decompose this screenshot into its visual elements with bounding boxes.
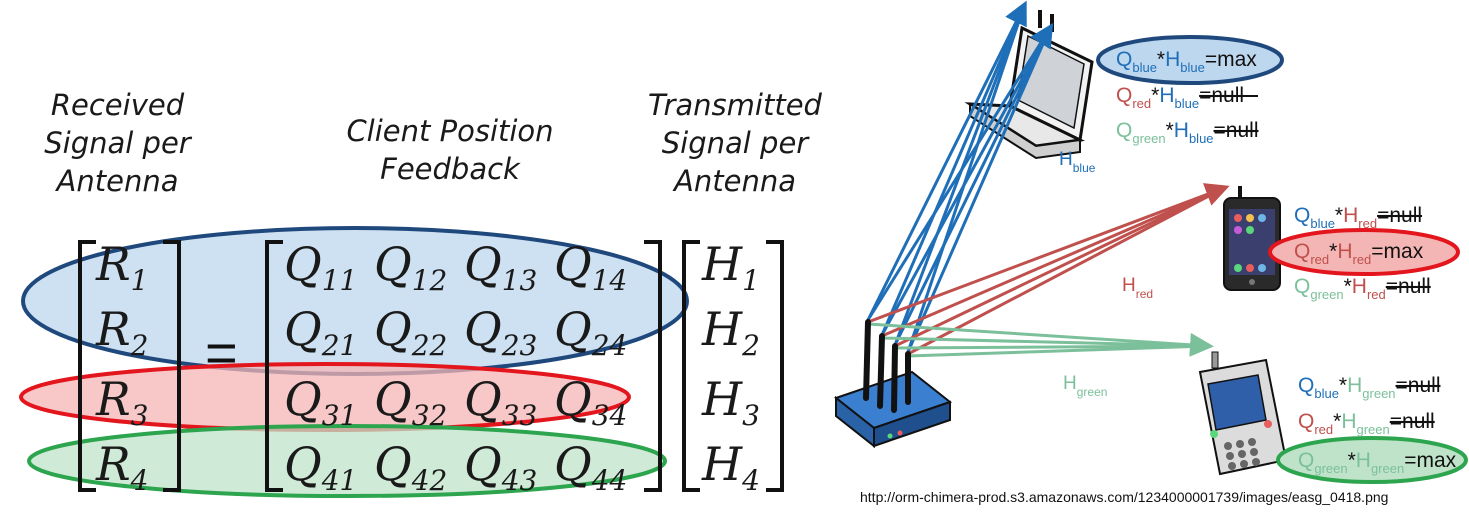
h-vector: H1 H2 H3 H4 — [701, 237, 760, 497]
beamforming-illustration: Hblue Hred Hgreen Qblue*Hblue=max Qred*H… — [833, 0, 1468, 484]
handset-phone-icon — [1198, 351, 1288, 476]
handset-equations: Qblue*Hgreen=null Qred*Hgreen=null Qgree… — [1298, 374, 1457, 476]
h3: H3 — [701, 372, 760, 432]
q31: Q31 — [284, 372, 357, 432]
h-red-label: Hred — [1122, 275, 1153, 301]
q-row-4: Q41 Q42 Q43 Q44 — [284, 437, 627, 497]
phone-eq-1: Qblue*Hred=null — [1294, 204, 1422, 231]
q24: Q24 — [554, 302, 627, 362]
q33: Q33 — [464, 372, 537, 432]
matrix-equation: = R1 R2 R3 R4 Q11 Q12 Q13 Q14 Q21 Q22 Q2… — [19, 226, 784, 498]
q12: Q12 — [374, 237, 447, 297]
transmitted-line-1: Transmitted — [648, 88, 822, 122]
h-green-label: Hgreen — [1063, 373, 1107, 399]
router-icon — [833, 319, 953, 449]
q-row-3: Q31 Q32 Q33 Q34 — [284, 372, 627, 432]
client-line-2: Feedback — [380, 152, 520, 186]
r1: R1 — [95, 237, 148, 297]
red-beams — [867, 183, 1230, 356]
q44: Q44 — [554, 437, 627, 497]
h-right-bracket — [766, 240, 784, 492]
r4: R4 — [95, 437, 148, 497]
q11: Q11 — [284, 237, 357, 297]
h-blue-label: Hblue — [1059, 149, 1096, 175]
q23: Q23 — [464, 302, 537, 362]
green-row-ellipse — [27, 424, 667, 498]
handset-eq-3: Qgreen*Hgreen=max — [1298, 449, 1457, 476]
handset-eq-2: Qred*Hgreen=null — [1298, 410, 1435, 437]
transmitted-line-2: Signal per — [661, 126, 809, 160]
handset-eq-1: Qblue*Hgreen=null — [1298, 374, 1440, 401]
q-left-bracket — [265, 240, 283, 492]
laptop-eq-2: Qred*Hblue=null — [1116, 84, 1244, 111]
client-position-label: Client Position Feedback — [300, 112, 600, 188]
q13: Q13 — [464, 237, 537, 297]
q34: Q34 — [554, 372, 627, 432]
h-left-bracket — [682, 240, 700, 492]
r-right-bracket — [163, 240, 181, 492]
source-url: http://orm-chimera-prod.s3.amazonaws.com… — [860, 489, 1389, 505]
handset-max-ellipse — [1276, 436, 1468, 484]
q41: Q41 — [284, 437, 357, 497]
q21: Q21 — [284, 302, 357, 362]
phone-equations: Qblue*Hred=null Qred*Hred=max Qgreen*Hre… — [1294, 204, 1431, 302]
matrix-brackets — [78, 240, 784, 492]
q-matrix: Q11 Q12 Q13 Q14 Q21 Q22 Q23 Q24 Q31 Q32 … — [284, 237, 627, 497]
r2: R2 — [95, 302, 148, 362]
r-left-bracket — [78, 240, 96, 492]
q-right-bracket — [644, 240, 662, 492]
equals-sign: = — [205, 321, 238, 384]
h1: H1 — [701, 237, 760, 297]
laptop-eq-3: Qgreen*Hblue=null — [1116, 119, 1258, 146]
r3: R3 — [95, 372, 148, 432]
received-signal-label: Received Signal per Antenna — [10, 86, 225, 200]
q32: Q32 — [374, 372, 447, 432]
h4: H4 — [701, 437, 760, 497]
laptop-icon — [964, 10, 1094, 160]
laptop-eq-1: Qblue*Hblue=max — [1116, 48, 1257, 75]
q43: Q43 — [464, 437, 537, 497]
phone-max-ellipse — [1268, 228, 1460, 276]
smartphone-icon — [1223, 186, 1281, 291]
q14: Q14 — [554, 237, 627, 297]
q-row-1: Q11 Q12 Q13 Q14 — [284, 237, 627, 297]
q-row-2: Q21 Q22 Q23 Q24 — [284, 302, 627, 362]
q22: Q22 — [374, 302, 447, 362]
blue-beams — [866, 0, 1054, 353]
received-line-3: Antenna — [56, 164, 179, 198]
phone-eq-3: Qgreen*Hred=null — [1294, 275, 1431, 302]
transmitted-line-3: Antenna — [674, 164, 796, 198]
received-line-2: Signal per — [44, 126, 191, 160]
q42: Q42 — [374, 437, 447, 497]
received-line-1: Received — [50, 88, 185, 122]
transmitted-signal-label: Transmitted Signal per Antenna — [620, 86, 850, 200]
h2: H2 — [701, 302, 760, 362]
laptop-max-ellipse — [1096, 35, 1284, 85]
green-beams — [867, 322, 1214, 358]
phone-eq-2: Qred*Hred=max — [1294, 240, 1424, 267]
client-line-1: Client Position — [346, 114, 554, 148]
r-vector: R1 R2 R3 R4 — [95, 237, 148, 497]
